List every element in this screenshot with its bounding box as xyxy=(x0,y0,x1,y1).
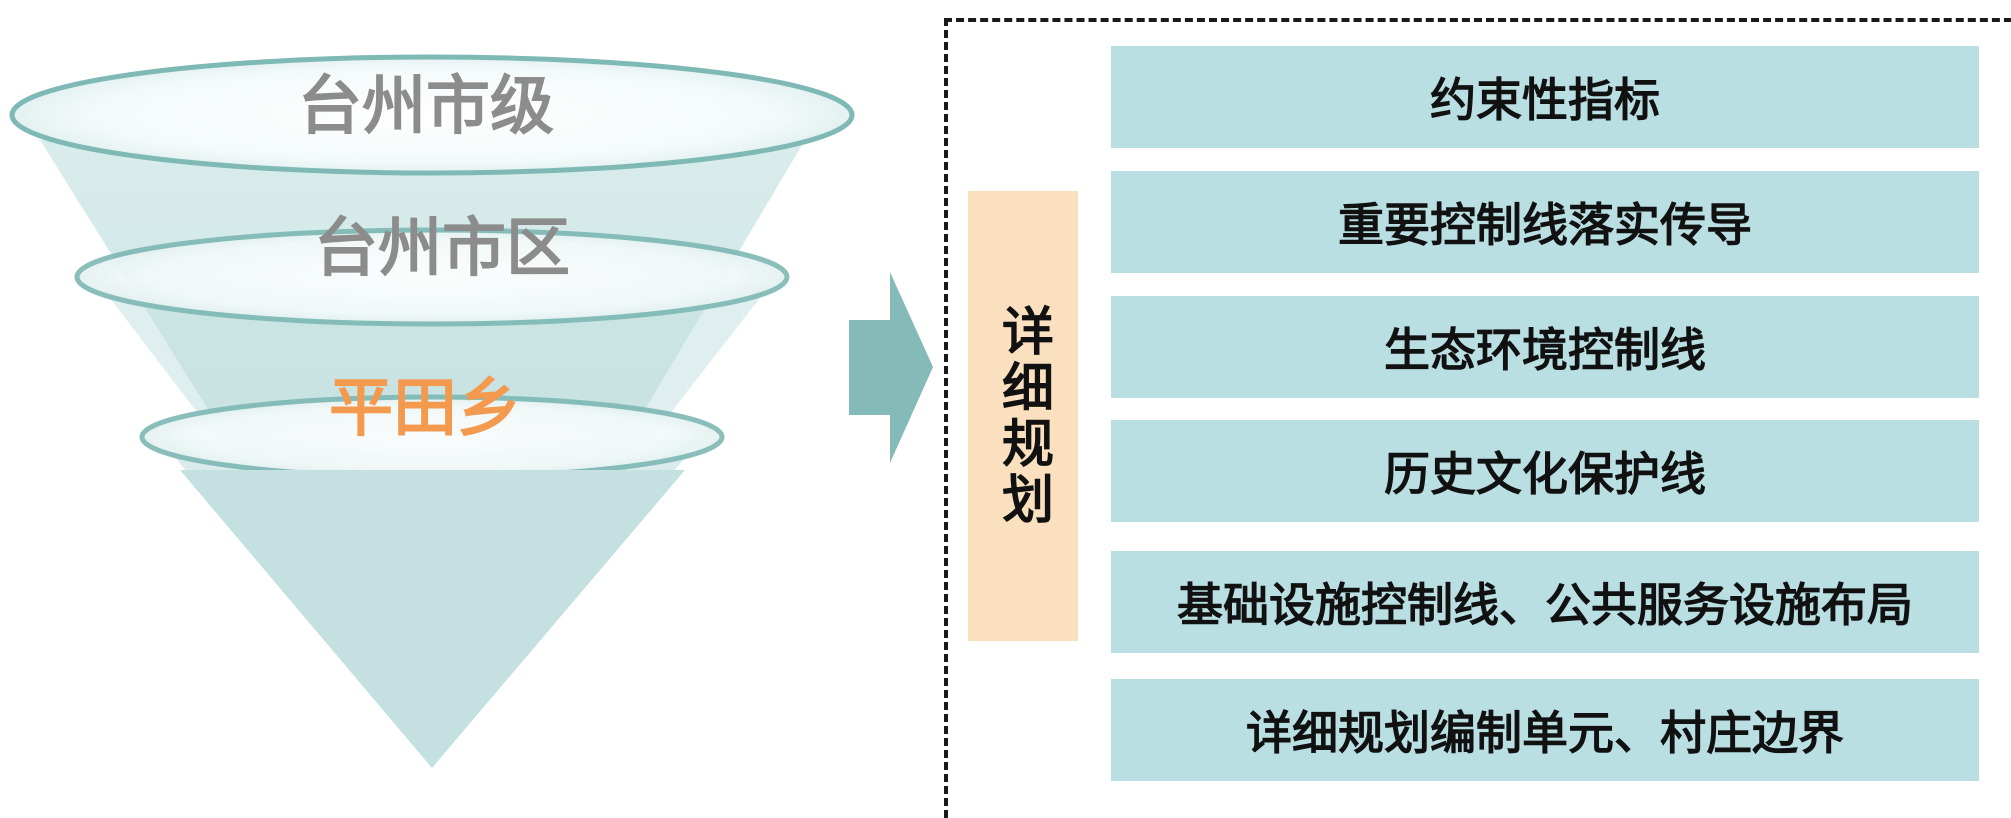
detail-item-control-lines: 重要控制线落实传导 xyxy=(1111,171,1979,273)
right-arrow-icon xyxy=(849,272,933,463)
detail-item-units-boundary: 详细规划编制单元、村庄边界 xyxy=(1111,679,1979,781)
detail-item-label: 重要控制线落实传导 xyxy=(1338,198,1752,252)
detail-plan-label: 详细规划 xyxy=(992,304,1053,528)
detail-item-binding-indicators: 约束性指标 xyxy=(1111,46,1979,148)
detail-item-label: 基础设施控制线、公共服务设施布局 xyxy=(1177,578,1913,632)
funnel-ring-top xyxy=(9,54,855,176)
funnel-tip xyxy=(180,470,685,768)
detail-item-heritage-line: 历史文化保护线 xyxy=(1111,420,1979,522)
detail-item-label: 约束性指标 xyxy=(1430,73,1660,127)
detail-item-label: 历史文化保护线 xyxy=(1384,447,1706,501)
detail-item-eco-control: 生态环境控制线 xyxy=(1111,296,1979,398)
detail-plan-label-box: 详细规划 xyxy=(968,191,1078,641)
planning-level-funnel: 台州市级 台州市区 平田乡 xyxy=(9,54,855,768)
detail-item-label: 详细规划编制单元、村庄边界 xyxy=(1246,706,1844,760)
detail-item-infrastructure: 基础设施控制线、公共服务设施布局 xyxy=(1111,551,1979,653)
level-label-township: 平田乡 xyxy=(329,372,521,446)
level-label-city: 台州市级 xyxy=(298,70,554,144)
detail-item-label: 生态环境控制线 xyxy=(1384,323,1706,377)
detail-plan-frame xyxy=(944,18,2011,818)
funnel-ring-middle xyxy=(74,227,790,327)
level-label-district: 台州市区 xyxy=(314,212,570,286)
